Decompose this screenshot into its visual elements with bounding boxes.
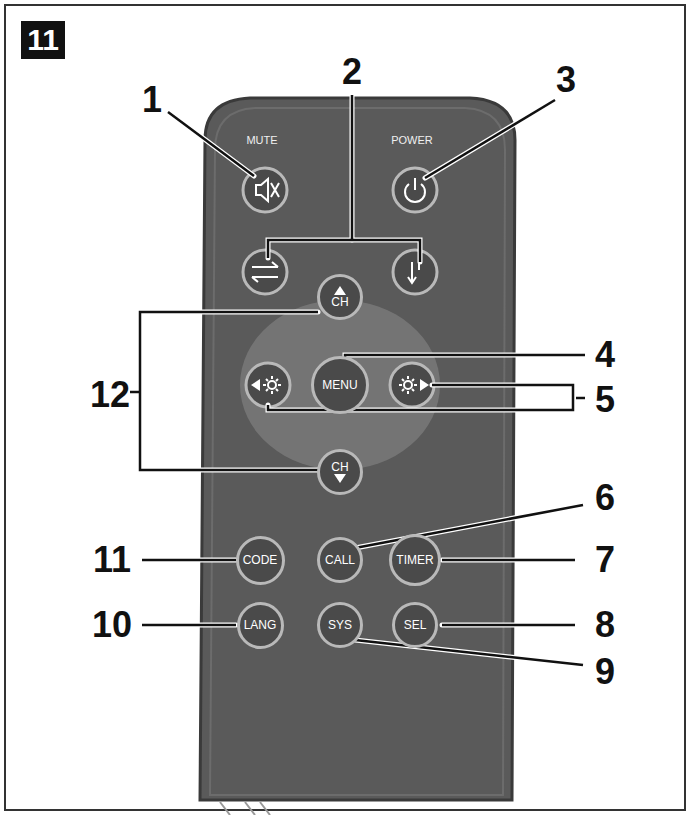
callout-number: 6 <box>595 477 615 519</box>
callout-number: 10 <box>92 604 132 646</box>
remote-button: TIMER <box>389 534 441 586</box>
remote-button: CODE <box>236 536 285 585</box>
figure-number: 11 <box>21 21 65 59</box>
callout-number: 11 <box>93 539 131 581</box>
callout-number: 9 <box>595 651 615 693</box>
remote-button: CALL <box>317 537 363 583</box>
frame <box>5 5 685 810</box>
button-label: LANG <box>244 619 277 632</box>
dpad-ground <box>240 300 440 470</box>
remote-button: LANG <box>237 602 284 649</box>
arrow-down-icon <box>334 474 346 483</box>
button-label: CH <box>331 296 348 309</box>
arrow-icons <box>251 379 429 391</box>
printed-text: MUTE <box>246 134 277 146</box>
button-label: CODE <box>243 554 278 567</box>
button-label: CH <box>331 461 348 474</box>
button-label: CALL <box>325 554 355 567</box>
callout-number: 4 <box>595 334 615 376</box>
callout-number: 7 <box>595 539 615 581</box>
leader-lines <box>130 95 585 665</box>
remote-button: CH <box>317 449 363 495</box>
remote-button: SEL <box>392 602 438 648</box>
remote-button: MENU <box>311 356 369 414</box>
callout-number: 5 <box>595 379 615 421</box>
printed-text: POWER <box>391 134 433 146</box>
button-label: TIMER <box>396 554 433 567</box>
button-label: MENU <box>322 379 357 392</box>
button-label: SYS <box>328 619 352 632</box>
callout-number: 8 <box>595 604 615 646</box>
leader-halo <box>140 95 585 665</box>
callout-number: 2 <box>342 51 362 93</box>
arrow-up-icon <box>334 286 346 295</box>
callout-number: 12 <box>90 374 130 416</box>
remote-button: CH <box>317 274 363 320</box>
button-label: SEL <box>404 619 427 632</box>
remote-body <box>200 98 515 800</box>
callout-number: 3 <box>556 59 576 101</box>
remote-button: SYS <box>317 602 363 648</box>
remote-edge <box>210 108 505 795</box>
callout-number: 1 <box>142 79 162 121</box>
remote-grip <box>220 802 270 815</box>
